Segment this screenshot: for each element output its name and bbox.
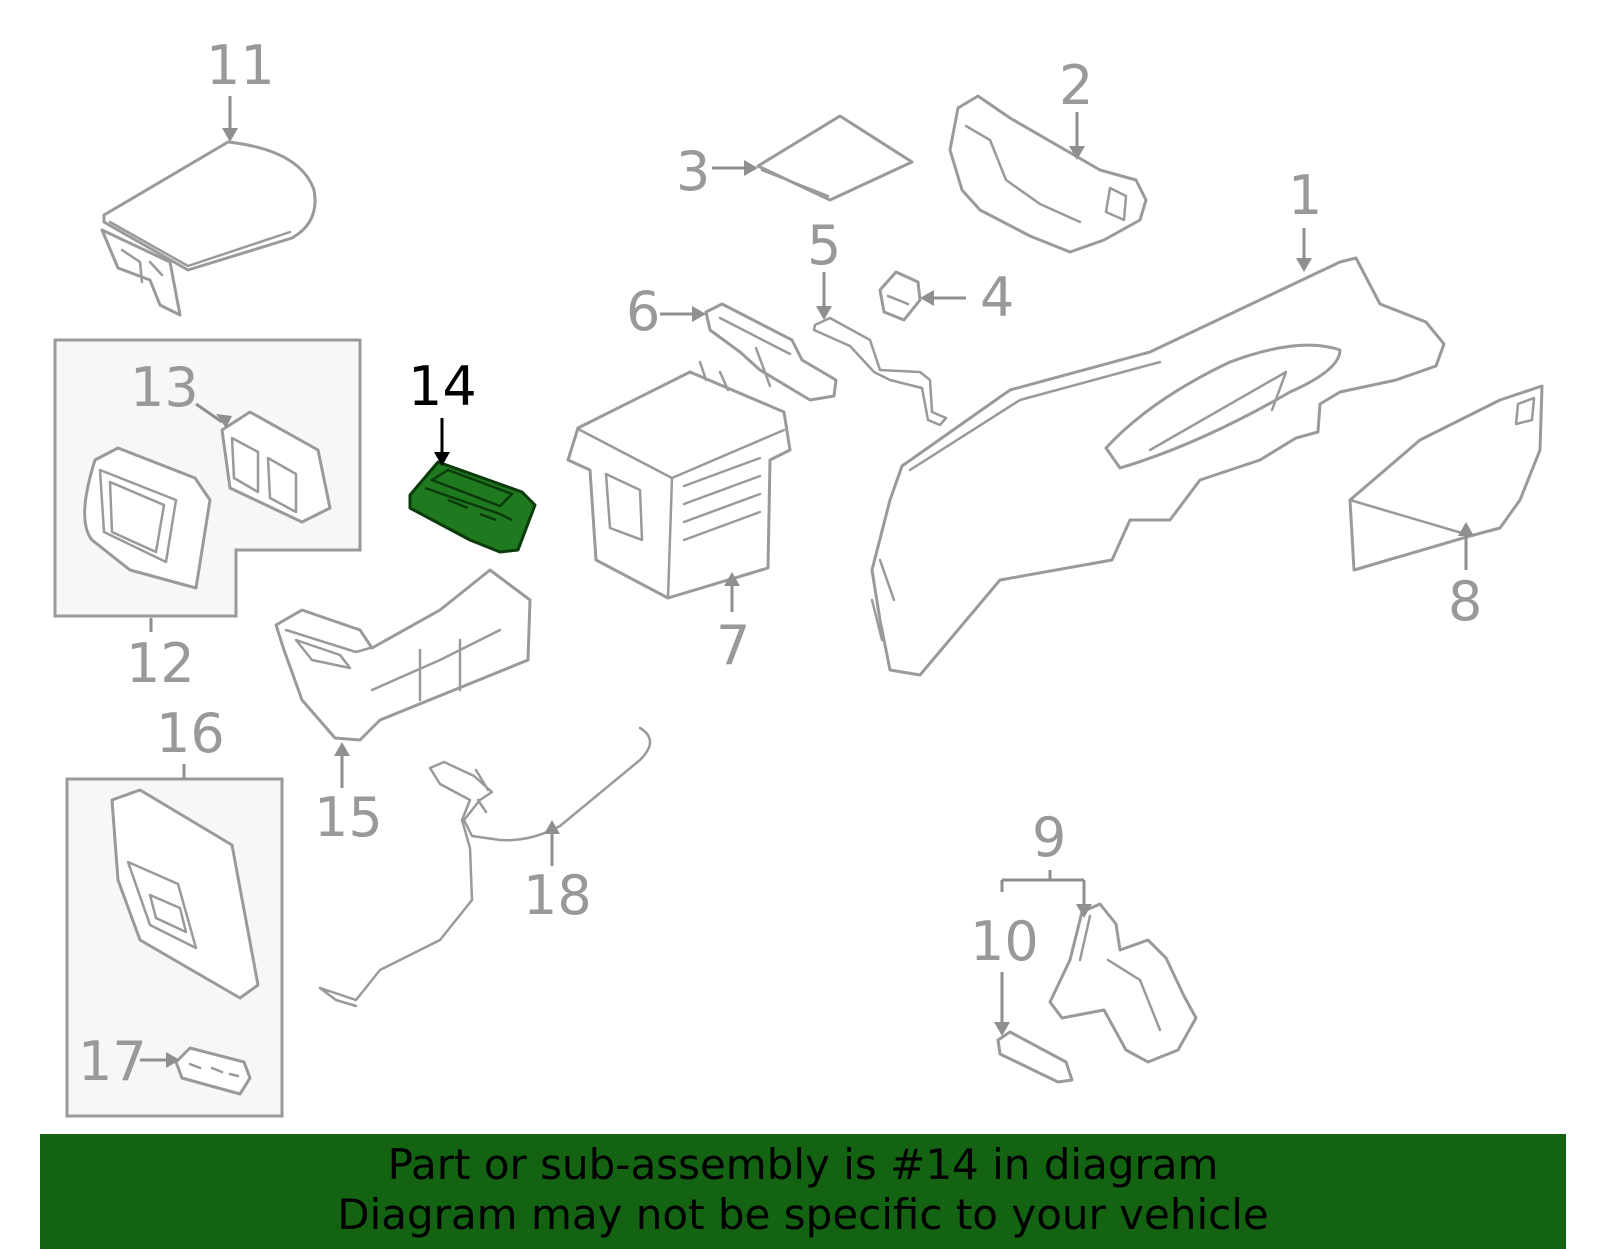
callout-17: 17: [78, 1030, 147, 1093]
part-10-strip[interactable]: [996, 1030, 1074, 1084]
part-18-harness[interactable]: [318, 726, 652, 1008]
callout-13: 13: [130, 356, 199, 419]
part-8-side-panel[interactable]: [1348, 384, 1544, 572]
callout-9: 9: [1032, 806, 1066, 869]
callout-6: 6: [626, 280, 660, 343]
info-banner: Part or sub-assembly is #14 in diagram D…: [40, 1134, 1566, 1249]
callout-1: 1: [1288, 164, 1322, 227]
part-17-switch[interactable]: [174, 1046, 252, 1096]
callout-5: 5: [807, 214, 841, 277]
callout-18: 18: [523, 864, 592, 927]
part-1-console[interactable]: [870, 256, 1446, 677]
callout-8: 8: [1448, 570, 1482, 633]
part-13-switch[interactable]: [220, 410, 332, 524]
part-7-console-box[interactable]: [566, 360, 792, 600]
callout-14-highlighted: 14: [408, 355, 477, 418]
part-11-armrest-lid[interactable]: [100, 140, 317, 317]
part-12-switch-bezel[interactable]: [83, 446, 212, 590]
part-14-highlighted[interactable]: [408, 460, 537, 554]
part-16-rear-panel[interactable]: [110, 788, 260, 1000]
banner-line-1: Part or sub-assembly is #14 in diagram: [387, 1140, 1219, 1189]
callout-15: 15: [314, 786, 383, 849]
part-9-bracket[interactable]: [1048, 902, 1198, 1064]
part-2-bracket[interactable]: [948, 94, 1148, 254]
callout-labels: 11 2 3 1 5 4 6 13 14 12 7 8 16 15 18 9 1…: [78, 34, 1482, 1093]
callout-12: 12: [126, 632, 195, 695]
part-5-wiring[interactable]: [812, 316, 948, 427]
callout-7: 7: [716, 614, 750, 677]
callout-16: 16: [156, 702, 225, 765]
callout-arrows: [140, 96, 1474, 1068]
part-6-trim[interactable]: [704, 302, 838, 402]
callout-2: 2: [1059, 54, 1093, 117]
banner-line-2: Diagram may not be specific to your vehi…: [337, 1190, 1269, 1239]
part-15-duct[interactable]: [274, 568, 532, 742]
callout-4: 4: [980, 266, 1014, 329]
part-4-clip[interactable]: [878, 270, 922, 322]
callout-11: 11: [206, 34, 275, 97]
callout-10: 10: [970, 910, 1039, 973]
part-3-mat[interactable]: [756, 114, 914, 202]
callout-3: 3: [676, 140, 710, 203]
